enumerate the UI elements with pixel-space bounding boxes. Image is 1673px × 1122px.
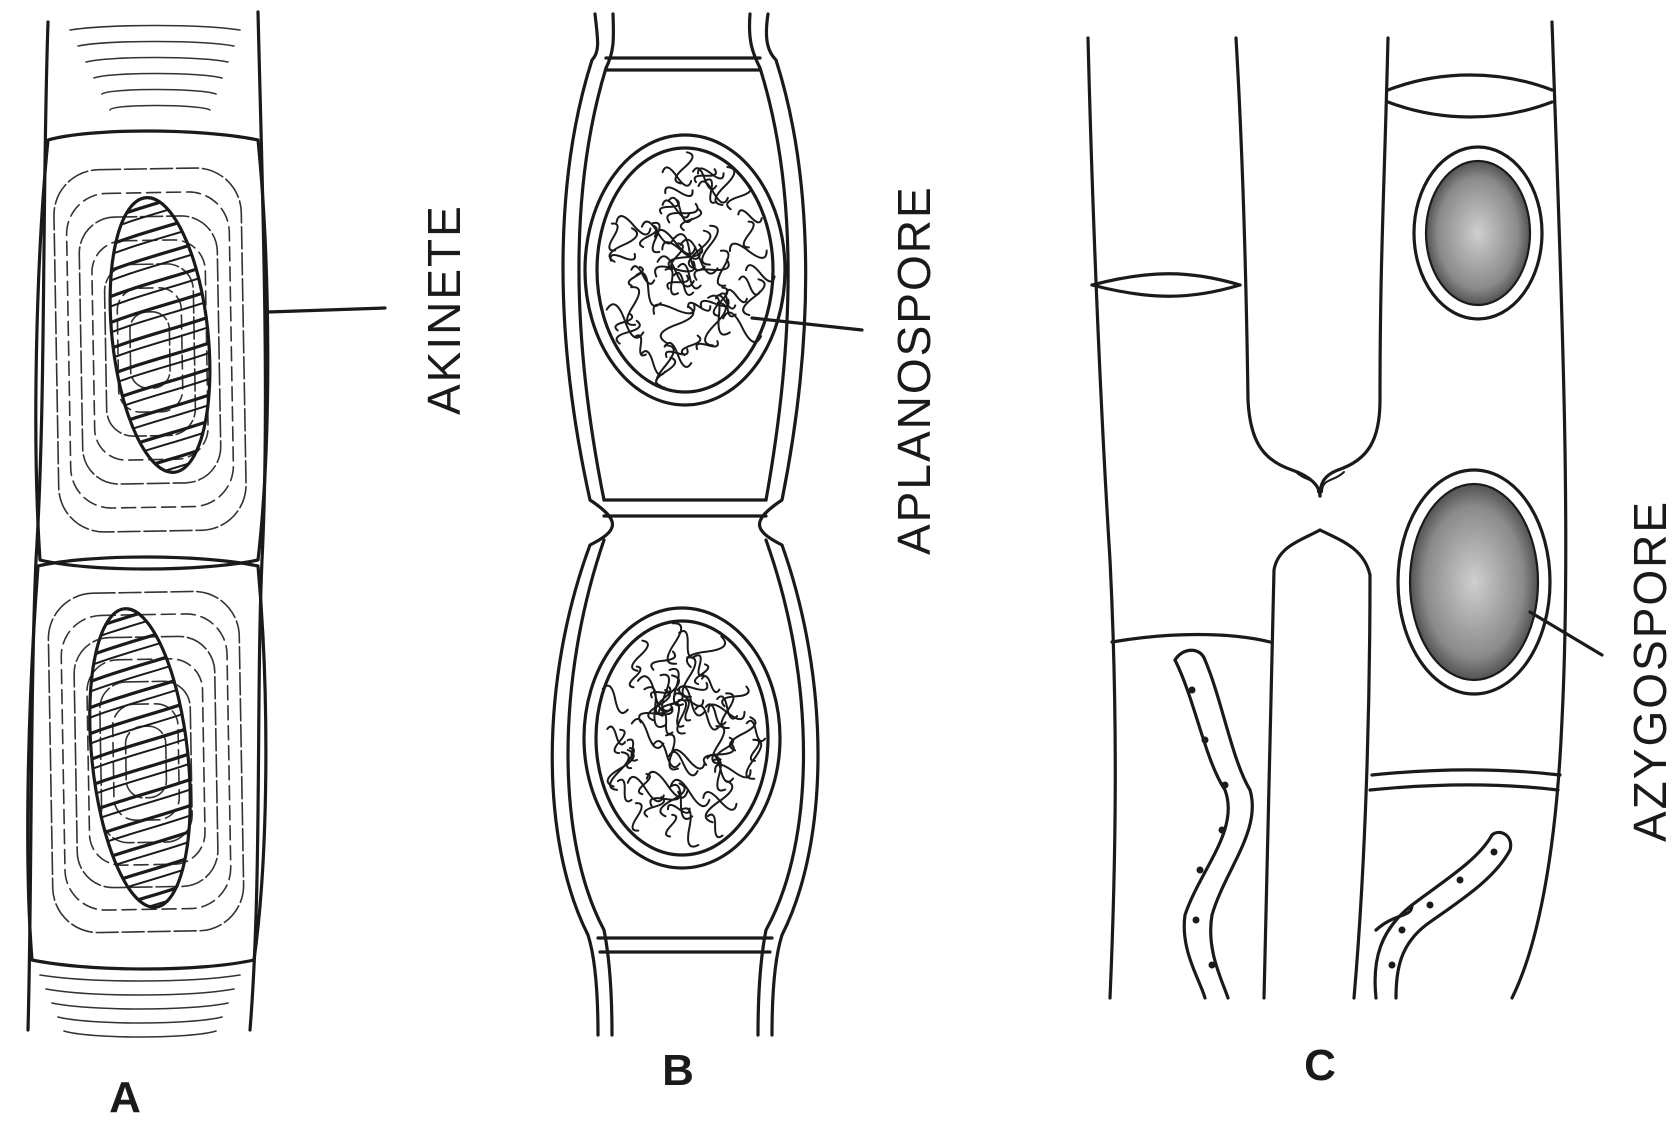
panel-b-label: B	[662, 1046, 694, 1095]
pyrenoid-dot	[1222, 782, 1229, 789]
panel-a-bottom-layers	[40, 975, 240, 1037]
pyrenoid-dot	[1399, 927, 1406, 934]
aplanospore-lower-contents	[603, 623, 765, 846]
chloroplast-left-b	[1205, 660, 1252, 998]
protoplast-squiggle	[708, 815, 723, 838]
protoplast-squiggle	[743, 279, 765, 315]
spiral-band	[100, 469, 220, 509]
protoplast-squiggle	[671, 780, 710, 806]
protoplast-squiggle	[699, 181, 728, 202]
spiral-band	[100, 157, 220, 197]
cell-wall-layer	[61, 613, 232, 911]
protoplast-squiggle	[661, 306, 694, 342]
cap-layer	[70, 26, 240, 31]
aplanospore-leader-line	[752, 318, 862, 330]
panel-b-filament: APLANOSPORE B	[552, 14, 940, 1095]
protoplast-squiggle	[618, 780, 632, 802]
cap-layer	[64, 1031, 216, 1037]
panel-a-cell-upper-rings	[53, 167, 247, 533]
cap-layer	[40, 975, 240, 981]
pyrenoid-dot	[1389, 962, 1396, 969]
protoplast-squiggle	[726, 290, 747, 302]
azygospore-label: AZYGOSPORE	[1624, 500, 1673, 842]
pyrenoid-dot	[1189, 687, 1196, 694]
akinete-label: AKINETE	[418, 204, 470, 415]
chloroplast-right-a	[1375, 835, 1492, 998]
cap-layer	[52, 1003, 228, 1009]
protoplast-squiggle	[663, 200, 690, 217]
protoplast-squiggle	[617, 216, 651, 234]
pyrenoid-dot	[1457, 877, 1464, 884]
protoplast-squiggle	[627, 287, 639, 325]
protoplast-squiggle	[611, 254, 635, 261]
azygospore-lower	[1410, 484, 1538, 680]
aplanospore-lower-wall-outer	[584, 608, 780, 868]
spiral-band	[80, 906, 200, 946]
cell-wall-layer	[53, 167, 247, 533]
protoplast-squiggle	[603, 686, 628, 713]
protoplast-squiggle	[633, 803, 642, 831]
protoplast-squiggle	[654, 741, 680, 767]
pyrenoid-dot	[1219, 827, 1226, 834]
panel-a-label: A	[109, 1073, 141, 1117]
akinete-lower-spiral	[80, 568, 200, 956]
cap-layer	[46, 989, 234, 995]
spiral-band-edge	[80, 890, 200, 930]
protoplast-squiggle	[632, 719, 664, 748]
cap-layer	[58, 1017, 222, 1023]
panel-a-top-layers	[70, 26, 240, 111]
spiral-band	[80, 568, 200, 608]
protoplast-squiggle	[610, 752, 629, 790]
pyrenoid-dot	[1209, 962, 1216, 969]
aplanospore-label: APLANOSPORE	[888, 185, 940, 555]
spiral-band-edge	[80, 578, 200, 618]
protoplast-squiggle	[687, 636, 725, 667]
protoplast-squiggle	[656, 358, 675, 386]
chloroplast-right-b	[1396, 850, 1510, 998]
protoplast-squiggle	[609, 223, 617, 250]
protoplast-squiggle	[744, 222, 754, 248]
pyrenoid-dot	[1491, 849, 1498, 856]
chloroplast-left-pyrenoids	[1189, 687, 1229, 969]
akinete-leader-line	[268, 308, 385, 312]
cap-layer	[102, 90, 216, 95]
pyrenoid-dot	[1202, 737, 1209, 744]
protoplast-squiggle	[632, 641, 648, 671]
protoplast-squiggle	[695, 664, 708, 684]
pyrenoid-dot	[1197, 867, 1204, 874]
protoplast-squiggle	[694, 260, 728, 280]
akinete-upper-spiral	[100, 157, 220, 519]
protoplast-squiggle	[665, 187, 692, 196]
protoplast-squiggle	[651, 652, 675, 670]
spiral-band	[100, 443, 220, 483]
protoplast-squiggle	[739, 277, 760, 295]
azygospore-upper	[1426, 161, 1530, 305]
cap-layer	[86, 58, 228, 63]
panel-a-filament: AKINETE A	[28, 12, 470, 1117]
pyrenoid-dot	[1427, 902, 1434, 909]
protoplast-squiggle	[730, 244, 767, 258]
cap-layer	[78, 42, 234, 47]
protoplast-squiggle	[738, 210, 761, 222]
pyrenoid-dot	[1193, 917, 1200, 924]
protoplast-squiggle	[668, 198, 692, 222]
spiral-band-edge	[100, 479, 220, 519]
cap-layer	[110, 106, 210, 111]
protoplast-squiggle	[727, 184, 751, 209]
cap-layer	[94, 74, 222, 79]
protoplast-squiggle	[642, 222, 674, 244]
akinete-upper	[98, 193, 222, 478]
aplanospore-upper-wall-outer	[585, 135, 785, 405]
spiral-band-edge	[80, 916, 200, 956]
panel-c-label: C	[1304, 1041, 1336, 1090]
protoplast-squiggle	[666, 815, 676, 837]
panel-c-filaments: AZYGOSPORE C	[1088, 22, 1673, 1090]
